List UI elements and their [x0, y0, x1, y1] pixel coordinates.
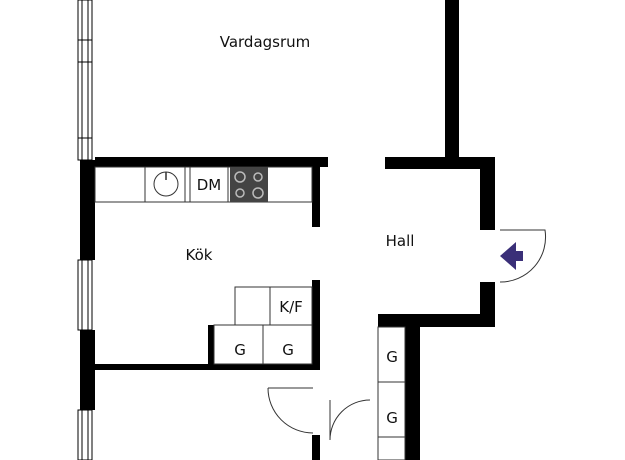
- room-label-kitchen: Kök: [186, 246, 213, 264]
- room-label-hall: Hall: [386, 232, 415, 250]
- wall-hall-top: [385, 157, 495, 169]
- door-swings: [267, 229, 547, 441]
- window-left-middle: [77, 259, 93, 331]
- wall-hall-bottom: [378, 314, 495, 327]
- wall-kitchen-right-upper: [312, 167, 320, 227]
- bathroom-sink-edge: [377, 436, 406, 460]
- wall-kitchen-bottom: [95, 364, 320, 370]
- entrance-arrow-icon: [500, 242, 523, 270]
- wall-closet-right: [405, 327, 420, 460]
- walls: [80, 0, 495, 460]
- kitchen-counter: [94, 166, 313, 203]
- stove-icon: [230, 167, 268, 202]
- kitchen-units: [213, 286, 313, 365]
- dishwasher-label: DM: [197, 176, 222, 194]
- wall-living-right: [445, 0, 459, 157]
- wardrobe-label: G: [386, 348, 398, 366]
- window-left-top: [77, 0, 93, 161]
- door-entrance: [499, 229, 547, 283]
- fridge-freezer-label: K/F: [279, 298, 303, 316]
- sink-icon: [153, 171, 179, 197]
- wall-bathroom-left: [312, 435, 320, 460]
- wall-left-lower: [80, 330, 95, 410]
- wardrobe-label: G: [386, 409, 398, 427]
- wardrobe-label: G: [282, 341, 294, 359]
- window-left-bottom: [77, 409, 93, 460]
- hall-wardrobes: [377, 326, 406, 460]
- wall-left-kitchen: [80, 160, 95, 260]
- wall-kitchen-top: [95, 157, 328, 167]
- room-label-living: Vardagsrum: [220, 33, 311, 51]
- door-bathroom: [329, 399, 371, 441]
- wall-hall-right-upper: [480, 157, 495, 230]
- door-kitchen-lower: [267, 387, 314, 434]
- sink-cabinet: [144, 166, 186, 203]
- wall-kitchen-right-lower: [312, 280, 320, 370]
- wall-kitchen-nook: [208, 325, 214, 365]
- dishwasher-cabinet: [189, 166, 229, 203]
- wardrobe-label: G: [234, 341, 246, 359]
